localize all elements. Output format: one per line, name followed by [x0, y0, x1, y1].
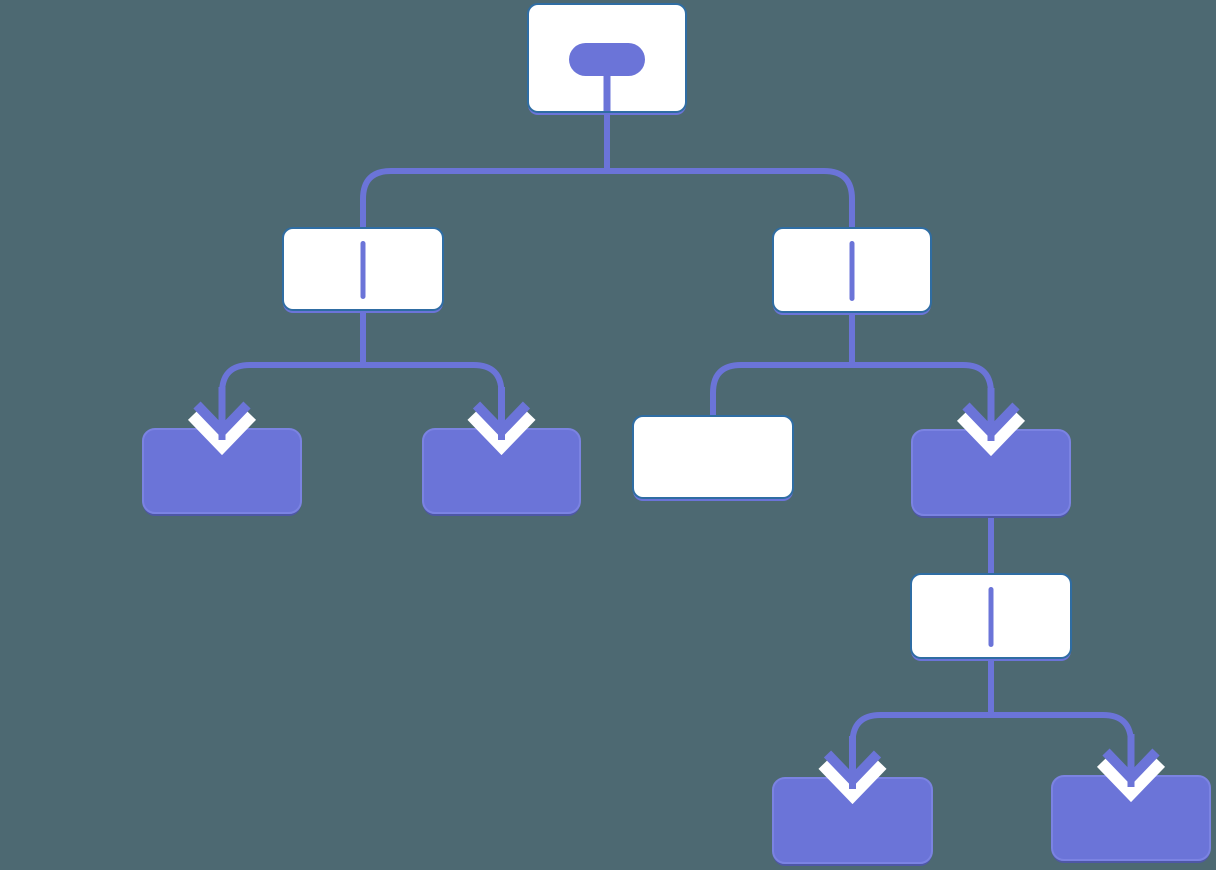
- divider-bar-icon: [849, 241, 855, 301]
- connector-bus: [710, 362, 994, 441]
- branch-node-left[interactable]: [282, 227, 444, 313]
- chevron-down-icon: [956, 388, 1026, 457]
- leaf-node-bottom-left[interactable]: [772, 777, 933, 866]
- arrowheads-layer: [187, 387, 1166, 805]
- leaf-node-bottom-right[interactable]: [1051, 775, 1211, 863]
- divider-bar-icon: [360, 241, 366, 299]
- chevron-down-icon: [818, 736, 887, 805]
- leaf-node-mid-left[interactable]: [422, 428, 581, 516]
- connector-bus: [219, 362, 505, 440]
- connector-bus: [360, 168, 855, 231]
- connector-bus: [849, 712, 1134, 789]
- connectors-layer: [219, 110, 1134, 789]
- pill-tree-icon: [569, 43, 645, 111]
- chevron-down-icon: [467, 387, 536, 456]
- branch-node-bottom[interactable]: [910, 573, 1072, 661]
- root-node[interactable]: [527, 3, 687, 115]
- chevron-down-icon: [1096, 734, 1166, 803]
- leaf-node-far-left[interactable]: [142, 428, 302, 516]
- nodes-layer: [142, 3, 1211, 866]
- branch-node-right[interactable]: [772, 227, 932, 315]
- node-body: [632, 415, 794, 499]
- branch-leaf-right[interactable]: [911, 429, 1071, 518]
- chevron-down-icon: [187, 387, 257, 456]
- child-node-white[interactable]: [632, 415, 794, 501]
- divider-bar-icon: [988, 587, 994, 647]
